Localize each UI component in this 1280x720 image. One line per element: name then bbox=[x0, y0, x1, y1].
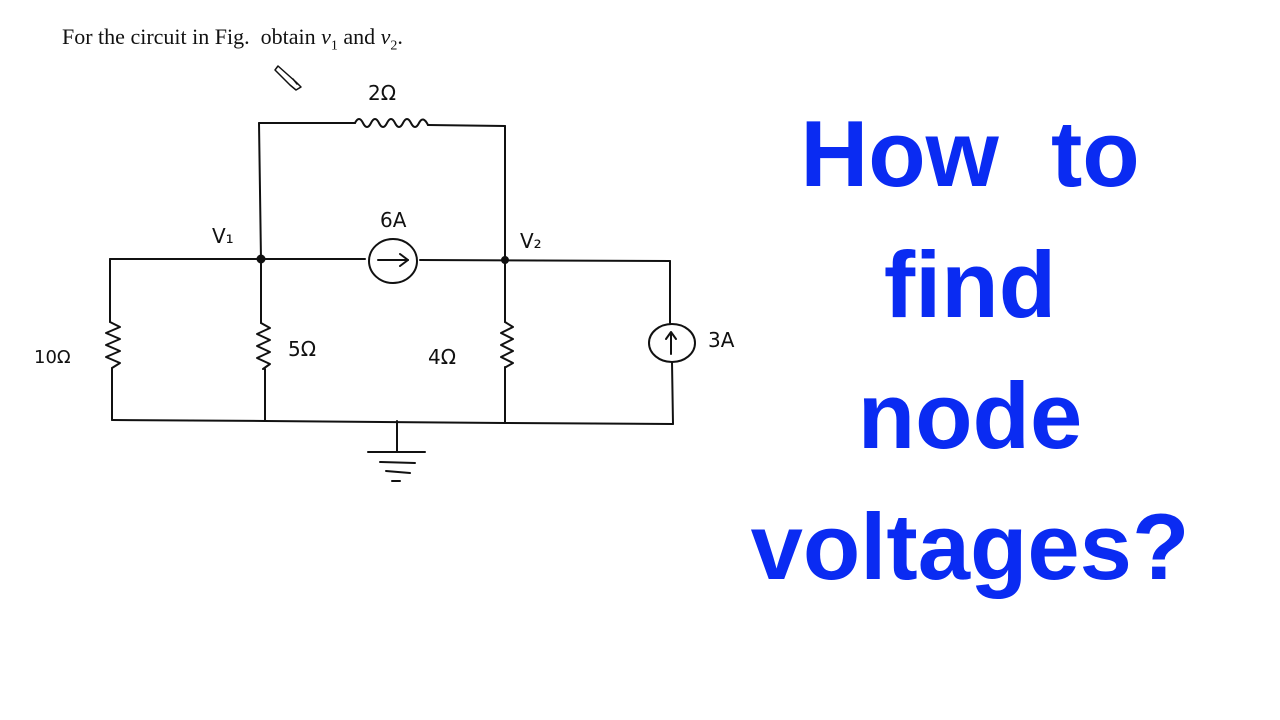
resistor-4ohm bbox=[500, 321, 514, 368]
resistor-2ohm bbox=[354, 118, 429, 128]
wire-top bbox=[258, 122, 506, 261]
wire-main bbox=[109, 258, 671, 262]
resistor-10ohm bbox=[105, 321, 121, 369]
headline-title: How to find node voltages? bbox=[690, 88, 1250, 612]
headline-line-4: voltages? bbox=[750, 494, 1190, 599]
var-v1: v bbox=[321, 24, 331, 49]
wire-3a-bottom bbox=[671, 361, 674, 425]
label-4ohm: 4Ω bbox=[428, 345, 456, 369]
label-3a: 3A bbox=[708, 328, 735, 352]
problem-text-and: and bbox=[337, 24, 381, 49]
var-v1-sub: 1 bbox=[330, 38, 338, 54]
current-source-6a bbox=[368, 238, 418, 284]
wire-bottom bbox=[111, 419, 674, 425]
headline-line-2: find bbox=[883, 232, 1057, 337]
problem-text: For the circuit in Fig. obtain bbox=[62, 24, 322, 49]
label-2ohm: 2Ω bbox=[368, 81, 396, 105]
label-6a: 6A bbox=[380, 208, 407, 232]
var-v2: v bbox=[380, 24, 391, 49]
resistor-5ohm bbox=[256, 322, 271, 370]
pencil-cursor-icon bbox=[274, 65, 302, 91]
var-v2-sub: 2 bbox=[390, 38, 398, 54]
ground-icon bbox=[367, 420, 426, 482]
label-node-v2: V₂ bbox=[520, 229, 542, 253]
headline-line-3: node bbox=[857, 363, 1083, 468]
label-node-v1: V₁ bbox=[212, 224, 234, 248]
headline-line-1: How to bbox=[800, 101, 1140, 206]
label-5ohm: 5Ω bbox=[288, 337, 316, 361]
problem-text-end: . bbox=[397, 24, 403, 49]
current-source-3a bbox=[648, 323, 696, 363]
label-10ohm: 10Ω bbox=[34, 347, 71, 368]
problem-statement: For the circuit in Fig. obtain v1 and v2… bbox=[62, 24, 403, 54]
